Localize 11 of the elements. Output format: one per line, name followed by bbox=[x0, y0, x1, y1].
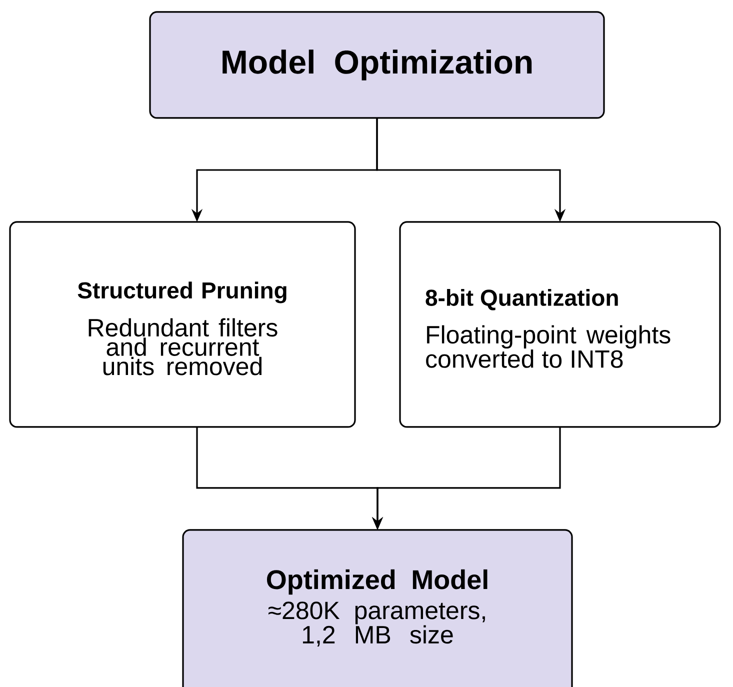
box-body: Floating-point weights converted to INT8 bbox=[426, 325, 670, 368]
box-body: ≈280K parameters, 1,2 MB size bbox=[268, 602, 485, 647]
box-heading: Optimized Model bbox=[266, 569, 488, 595]
box-heading: Model Optimization bbox=[222, 50, 532, 80]
process-box bbox=[149, 11, 605, 119]
box-heading: 8-bit Quantization bbox=[426, 289, 618, 310]
box-heading: Structured Pruning bbox=[78, 282, 286, 304]
process-box bbox=[399, 221, 721, 428]
box-body: Redundant filters and recurrent units removed bbox=[88, 318, 278, 376]
process-box bbox=[9, 221, 356, 428]
process-box bbox=[182, 529, 573, 687]
